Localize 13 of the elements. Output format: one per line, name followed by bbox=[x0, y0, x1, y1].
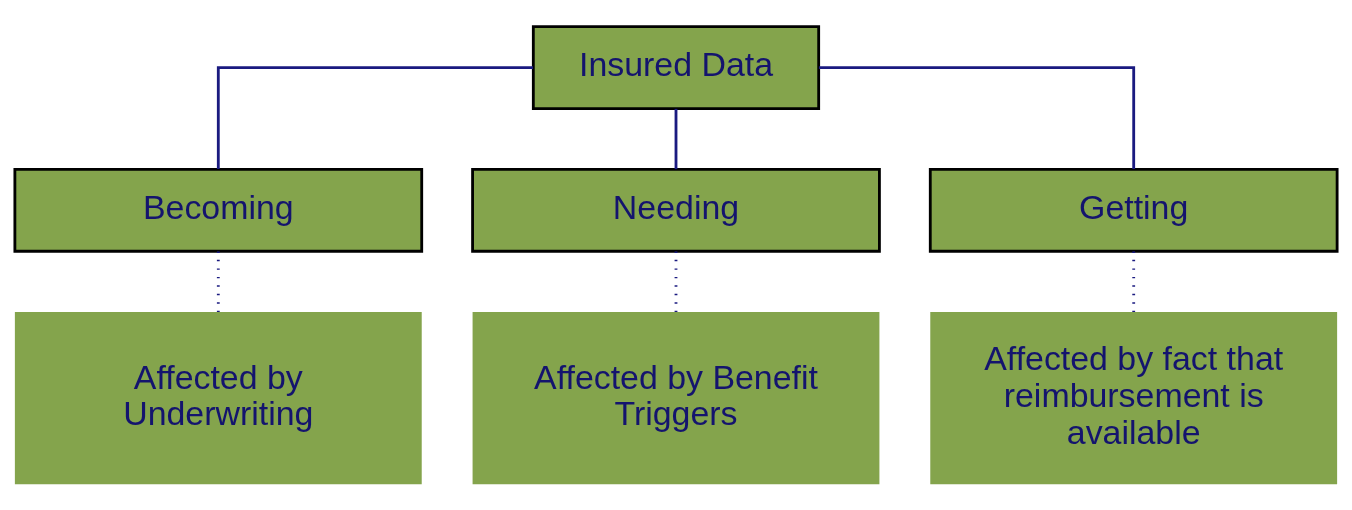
node-box: Getting bbox=[928, 167, 1339, 253]
connector bbox=[216, 251, 220, 312]
node-box: Affected by Underwriting bbox=[14, 311, 422, 484]
node-box: Affected by fact that reimbursement is available bbox=[930, 311, 1338, 484]
connector bbox=[674, 108, 678, 169]
node-box: Affected by Benefit Triggers bbox=[472, 311, 880, 484]
connector bbox=[818, 65, 1136, 169]
connector bbox=[216, 65, 534, 169]
node-box: Insured Data bbox=[531, 24, 821, 110]
node-box: Becoming bbox=[13, 167, 424, 253]
node-box: Needing bbox=[471, 167, 881, 253]
connector bbox=[674, 251, 678, 312]
connector bbox=[1132, 251, 1136, 312]
